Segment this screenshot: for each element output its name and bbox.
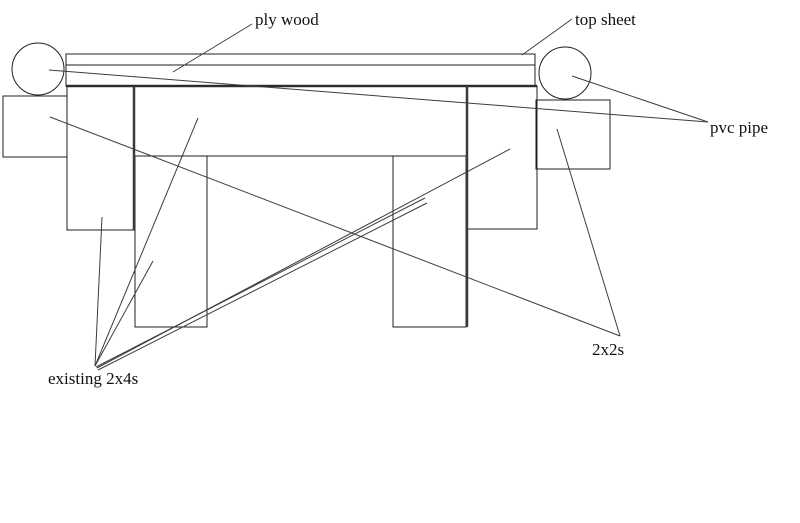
- 2x2-leader-right: [556, 128, 621, 337]
- left-tall-2x4-leg: [66, 85, 135, 231]
- existing-2x4-leader-2: [94, 117, 199, 367]
- plywood-layer: [65, 64, 536, 87]
- existing-2x4-leader-6: [96, 148, 511, 369]
- top-sheet-leader-line: [521, 18, 573, 56]
- existing-2x4-leader-1: [94, 216, 103, 367]
- left-pvc-pipe-circle: [11, 42, 65, 96]
- existing-2x4-leader-3: [94, 260, 154, 367]
- existing-2x4-leader-4: [95, 197, 426, 368]
- top-sheet-layer: [65, 53, 536, 66]
- left-lower-2x4-leg: [134, 155, 208, 328]
- wide-2x4-band: [133, 85, 468, 157]
- right-2x2-block: [535, 99, 611, 170]
- pvc-pipe-label: pvc pipe: [710, 118, 768, 137]
- right-lower-2x4-leg: [392, 155, 467, 328]
- pvc-pipe-leader-right: [571, 75, 709, 123]
- ply-wood-label: ply wood: [255, 10, 319, 29]
- left-2x2-block: [2, 95, 68, 158]
- top-sheet-label: top sheet: [575, 10, 636, 29]
- plywood-leader-line: [172, 23, 253, 73]
- 2x2-leader-left: [49, 116, 621, 337]
- existing-2x4-leader-5: [97, 202, 428, 371]
- existing-2x4s-label: existing 2x4s: [48, 369, 138, 388]
- pvc-pipe-leader-left: [48, 69, 709, 123]
- right-pvc-pipe-circle: [538, 46, 592, 100]
- 2x2s-label: 2x2s: [592, 340, 624, 359]
